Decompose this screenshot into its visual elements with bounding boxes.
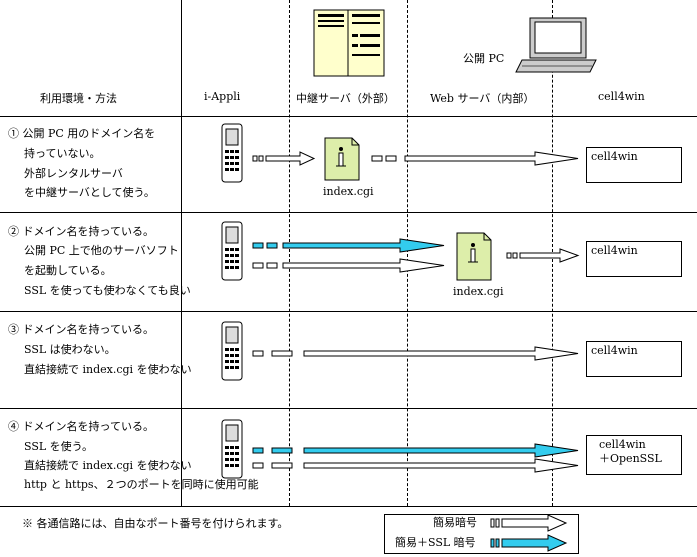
cell4win-label: cell4win	[591, 150, 638, 163]
row-separator	[0, 506, 697, 507]
header-web-server: Web サーバ（内部）	[430, 92, 535, 105]
file-icon	[456, 232, 492, 281]
simple-arrow	[506, 248, 580, 263]
header-iappli: i-Appli	[204, 90, 241, 103]
simple-arrow	[252, 258, 445, 273]
column-separator-dashed	[407, 0, 408, 506]
phone-icon	[221, 321, 243, 381]
cell4win-label: cell4win	[591, 244, 638, 257]
header-cell4win: cell4win	[598, 90, 645, 103]
row-4-cell4win-box: cell4win ＋OpenSSL	[586, 435, 682, 475]
cell4win-label: cell4win	[591, 344, 638, 357]
row-separator	[0, 212, 697, 213]
public-pc-label: 公開 PC	[463, 52, 505, 65]
header-separator	[0, 116, 697, 117]
column-separator-dashed	[289, 0, 290, 506]
public-pc-icon	[515, 17, 597, 73]
row-2-cell4win-box: cell4win	[586, 241, 682, 277]
footnote: ※ 各通信路には、自由なポート番号を付けられます。	[22, 517, 289, 530]
legend-box	[384, 514, 579, 554]
header-method: 利用環境・方法	[40, 92, 117, 105]
file-icon	[324, 137, 360, 181]
row-separator	[0, 408, 697, 409]
phone-icon	[221, 221, 243, 281]
header-relay-server: 中継サーバ（外部）	[296, 92, 395, 105]
row-1-cell4win-box: cell4win	[586, 147, 682, 183]
relay-server-icon	[313, 9, 385, 77]
phone-icon	[221, 419, 243, 479]
simple-arrow	[252, 346, 579, 361]
ssl-arrow	[252, 443, 579, 458]
column-separator	[181, 0, 182, 506]
legend-simple-label: 簡易暗号	[433, 516, 477, 529]
phone-icon	[221, 123, 243, 183]
row-2-file-label: index.cgi	[453, 285, 504, 298]
simple-arrow	[252, 151, 316, 166]
row-1-file-label: index.cgi	[323, 185, 374, 198]
openssl-label: ＋OpenSSL	[599, 452, 662, 465]
legend-ssl-arrow	[490, 534, 568, 552]
legend-simple-arrow	[490, 514, 568, 532]
simple-arrow	[371, 151, 579, 166]
row-separator	[0, 311, 697, 312]
legend-ssl-label: 簡易＋SSL 暗号	[395, 536, 476, 549]
cell4win-label: cell4win	[599, 438, 646, 451]
ssl-arrow	[252, 238, 445, 253]
row-3-cell4win-box: cell4win	[586, 341, 682, 377]
simple-arrow	[252, 458, 579, 473]
